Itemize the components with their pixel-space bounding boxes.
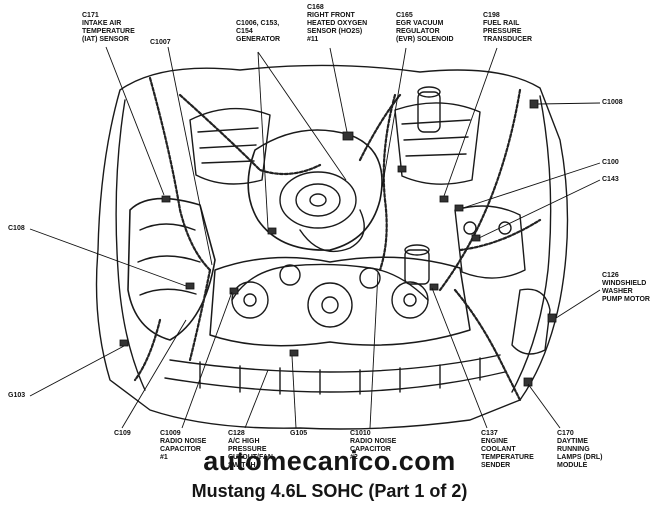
label-g103: G103 <box>8 392 26 399</box>
label-c100: C100 <box>602 159 619 166</box>
label-c1008: C1008 <box>602 99 623 106</box>
label-c1007: C1007 <box>150 39 171 46</box>
diagram-title: Mustang 4.6L SOHC (Part 1 of 2) <box>191 481 468 501</box>
site-watermark: automecanico.com <box>203 446 456 476</box>
label-c109: C109 <box>114 430 131 437</box>
label-c108: C108 <box>8 225 25 232</box>
label-g105: G105 <box>290 430 308 437</box>
label-c143: C143 <box>602 176 619 183</box>
